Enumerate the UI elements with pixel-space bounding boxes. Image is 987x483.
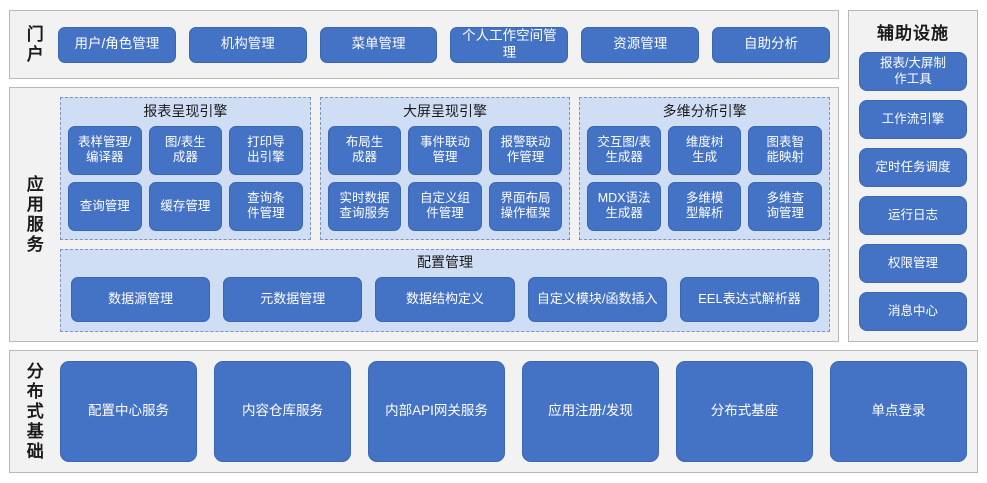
base-item-content-repository-service[interactable]: 内容仓库服务 bbox=[214, 361, 351, 462]
olap-item-dimension-tree[interactable]: 维度树 生成 bbox=[667, 125, 742, 175]
report-item-template-manager[interactable]: 表样管理/ 编译器 bbox=[68, 125, 142, 175]
aux-item-permission-management[interactable]: 权限管理 bbox=[859, 244, 967, 284]
olap-item-chart-smart-mapping[interactable]: 图表智 能映射 bbox=[748, 125, 822, 175]
base-item-config-center-service[interactable]: 配置中心服务 bbox=[60, 361, 197, 462]
application-service-section-label: 应用服务 bbox=[23, 174, 43, 255]
portal-item-self-service[interactable]: 自助分析 bbox=[712, 26, 830, 63]
left-column: 门户 用户/角色管理 机构管理 菜单管理 个人工作空间管理 资源管理 自助分析 … bbox=[9, 10, 839, 342]
portal-item-menu[interactable]: 菜单管理 bbox=[319, 26, 438, 63]
base-item-app-registry-discovery[interactable]: 应用注册/发现 bbox=[522, 361, 659, 462]
upper-region: 门户 用户/角色管理 机构管理 菜单管理 个人工作空间管理 资源管理 自助分析 … bbox=[9, 10, 978, 342]
aux-item-message-center[interactable]: 消息中心 bbox=[859, 292, 967, 332]
portal-item-org[interactable]: 机构管理 bbox=[188, 26, 307, 63]
base-item-internal-api-gateway-service[interactable]: 内部API网关服务 bbox=[368, 361, 505, 462]
engines-row: 报表呈现引擎 表样管理/ 编译器 图/表生 成器 打印导 出引擎 查询管理 缓存… bbox=[60, 97, 831, 240]
group-bigscreen-engine: 大屏呈现引擎 布局生 成器 事件联动 管理 报警联动 作管理 实时数据 查询服务… bbox=[319, 97, 571, 240]
bigscreen-item-layout-generator[interactable]: 布局生 成器 bbox=[327, 125, 402, 175]
olap-item-query-management[interactable]: 多维查 询管理 bbox=[748, 181, 822, 231]
auxiliary-facilities-items: 报表/大屏制 作工具 工作流引擎 定时任务调度 运行日志 权限管理 消息中心 bbox=[859, 52, 967, 332]
config-item-metadata-management[interactable]: 元数据管理 bbox=[223, 276, 363, 322]
group-title-report-engine: 报表呈现引擎 bbox=[143, 103, 228, 119]
bigscreen-item-custom-component[interactable]: 自定义组 件管理 bbox=[408, 181, 482, 231]
bigscreen-item-alarm-action[interactable]: 报警联动 作管理 bbox=[488, 125, 563, 175]
portal-section: 门户 用户/角色管理 机构管理 菜单管理 个人工作空间管理 资源管理 自助分析 bbox=[9, 10, 839, 79]
group-config-management: 配置管理 数据源管理 元数据管理 数据结构定义 自定义模块/函数插入 EEL表达… bbox=[60, 249, 830, 332]
group-title-olap-engine: 多维分析引擎 bbox=[662, 103, 747, 119]
olap-item-mdx-generator[interactable]: MDX语法 生成器 bbox=[587, 181, 661, 231]
report-item-chart-generator[interactable]: 图/表生 成器 bbox=[148, 125, 223, 175]
portal-item-workspace[interactable]: 个人工作空间管理 bbox=[450, 26, 569, 63]
report-item-query-condition-management[interactable]: 查询条 件管理 bbox=[229, 181, 303, 231]
base-item-single-sign-on[interactable]: 单点登录 bbox=[830, 361, 967, 462]
base-item-distributed-foundation[interactable]: 分布式基座 bbox=[676, 361, 813, 462]
portal-item-user-role[interactable]: 用户/角色管理 bbox=[58, 26, 176, 63]
config-item-datasource-management[interactable]: 数据源管理 bbox=[71, 276, 211, 322]
portal-item-resource[interactable]: 资源管理 bbox=[581, 26, 700, 63]
group-grid-bigscreen-engine: 布局生 成器 事件联动 管理 报警联动 作管理 实时数据 查询服务 自定义组 件… bbox=[327, 125, 563, 231]
report-item-query-management[interactable]: 查询管理 bbox=[68, 181, 142, 231]
distributed-base-section: 分布式基础 配置中心服务 内容仓库服务 内部API网关服务 应用注册/发现 分布… bbox=[9, 350, 978, 473]
distributed-base-items: 配置中心服务 内容仓库服务 内部API网关服务 应用注册/发现 分布式基座 单点… bbox=[56, 351, 977, 472]
group-grid-olap-engine: 交互图/表 生成器 维度树 生成 图表智 能映射 MDX语法 生成器 多维模 型… bbox=[587, 125, 822, 231]
bigscreen-item-ui-layout-framework[interactable]: 界面布局 操作框架 bbox=[488, 181, 563, 231]
auxiliary-facilities-title: 辅助设施 bbox=[877, 24, 949, 43]
aux-item-scheduled-task[interactable]: 定时任务调度 bbox=[859, 148, 967, 188]
auxiliary-facilities-section: 辅助设施 报表/大屏制 作工具 工作流引擎 定时任务调度 运行日志 权限管理 消… bbox=[848, 10, 978, 342]
distributed-base-section-label: 分布式基础 bbox=[23, 361, 43, 462]
config-item-custom-module-function[interactable]: 自定义模块/函数插入 bbox=[527, 276, 667, 322]
bigscreen-item-realtime-query[interactable]: 实时数据 查询服务 bbox=[327, 181, 402, 231]
group-grid-report-engine: 表样管理/ 编译器 图/表生 成器 打印导 出引擎 查询管理 缓存管理 查询条 … bbox=[68, 125, 303, 231]
config-items: 数据源管理 元数据管理 数据结构定义 自定义模块/函数插入 EEL表达式解析器 bbox=[71, 276, 820, 322]
olap-item-model-parsing[interactable]: 多维模 型解析 bbox=[667, 181, 742, 231]
group-title-bigscreen-engine: 大屏呈现引擎 bbox=[403, 103, 487, 119]
config-item-data-structure-definition[interactable]: 数据结构定义 bbox=[375, 276, 515, 322]
aux-item-runtime-log[interactable]: 运行日志 bbox=[859, 196, 967, 236]
group-report-engine: 报表呈现引擎 表样管理/ 编译器 图/表生 成器 打印导 出引擎 查询管理 缓存… bbox=[60, 97, 311, 240]
group-title-config-management: 配置管理 bbox=[417, 254, 473, 270]
portal-items: 用户/角色管理 机构管理 菜单管理 个人工作空间管理 资源管理 自助分析 bbox=[56, 11, 838, 78]
report-item-print-export-engine[interactable]: 打印导 出引擎 bbox=[229, 125, 303, 175]
application-service-body: 报表呈现引擎 表样管理/ 编译器 图/表生 成器 打印导 出引擎 查询管理 缓存… bbox=[56, 88, 838, 341]
aux-item-workflow-engine[interactable]: 工作流引擎 bbox=[859, 100, 967, 140]
portal-section-label: 门户 bbox=[23, 24, 43, 65]
bigscreen-item-event-linkage[interactable]: 事件联动 管理 bbox=[408, 125, 482, 175]
group-olap-engine: 多维分析引擎 交互图/表 生成器 维度树 生成 图表智 能映射 MDX语法 生成… bbox=[579, 97, 831, 240]
aux-item-report-bigscreen-tool[interactable]: 报表/大屏制 作工具 bbox=[859, 52, 967, 92]
application-service-section: 应用服务 报表呈现引擎 表样管理/ 编译器 图/表生 成器 打印导 出引擎 查询… bbox=[9, 87, 839, 342]
report-item-cache-management[interactable]: 缓存管理 bbox=[148, 181, 223, 231]
config-item-eel-expression-parser[interactable]: EEL表达式解析器 bbox=[679, 276, 820, 322]
olap-item-interactive-chart-generator[interactable]: 交互图/表 生成器 bbox=[587, 125, 661, 175]
